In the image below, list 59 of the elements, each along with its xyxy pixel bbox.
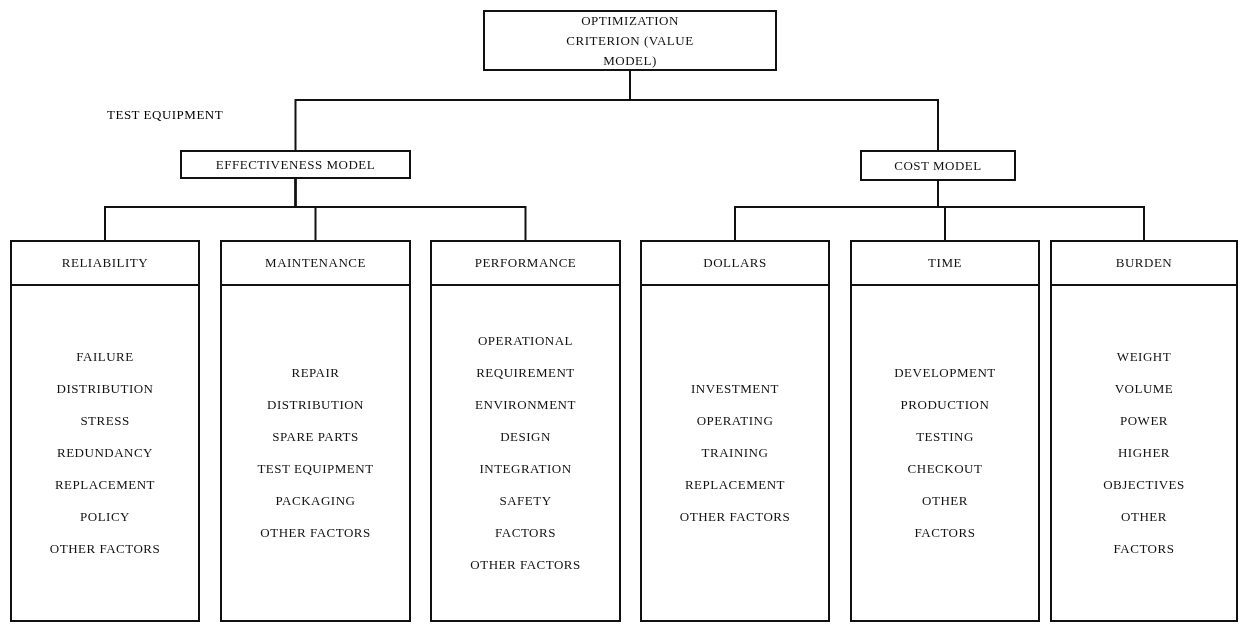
factor-text: OTHER bbox=[1121, 509, 1167, 525]
column-heading: BURDEN bbox=[1115, 255, 1173, 271]
factor-text: FACTORS bbox=[495, 525, 556, 541]
category-column-box bbox=[640, 240, 830, 622]
column-heading: RELIABILITY bbox=[61, 255, 149, 271]
factor-text: PRODUCTION bbox=[900, 397, 990, 413]
factor-text: TRAINING bbox=[701, 445, 769, 461]
factor-text: SAFETY bbox=[499, 493, 552, 509]
factor-text: FAILURE bbox=[76, 349, 134, 365]
category-column-box bbox=[850, 240, 1040, 622]
factor-text: REPAIR bbox=[291, 365, 340, 381]
column-heading: DOLLARS bbox=[703, 255, 767, 271]
category-column-box bbox=[1050, 240, 1238, 622]
model-box bbox=[860, 150, 1016, 181]
factor-text: OBJECTIVES bbox=[1103, 477, 1185, 493]
factor-text: DEVELOPMENT bbox=[894, 365, 996, 381]
factor-text: OPERATIONAL bbox=[477, 333, 574, 349]
factor-text: POWER bbox=[1120, 413, 1168, 429]
factor-text: OTHER FACTORS bbox=[260, 525, 371, 541]
model-title: OPTIMIZATION CRITERION (VALUE MODEL) bbox=[565, 11, 695, 70]
factor-text: OTHER FACTORS bbox=[49, 541, 161, 557]
factor-text: REPLACEMENT bbox=[54, 477, 156, 493]
column-heading: MAINTENANCE bbox=[265, 255, 366, 271]
factor-text: FACTORS bbox=[914, 525, 976, 541]
factor-text: DISTRIBUTION bbox=[56, 381, 154, 397]
connector-line bbox=[294, 178, 527, 241]
category-column-box bbox=[430, 240, 621, 622]
factor-text: OTHER bbox=[922, 493, 968, 509]
factor-text: REDUNDANCY bbox=[57, 445, 153, 461]
factor-text: DESIGN bbox=[500, 429, 551, 445]
note-label: TEST EQUIPMENT bbox=[107, 107, 224, 123]
column-heading: PERFORMANCE bbox=[474, 255, 577, 271]
model-box bbox=[483, 10, 777, 71]
factor-text: OTHER FACTORS bbox=[470, 557, 581, 573]
category-column-box bbox=[10, 240, 200, 622]
factor-text: SPARE PARTS bbox=[272, 429, 359, 445]
category-column-box bbox=[220, 240, 411, 622]
model-title: COST MODEL bbox=[894, 157, 982, 174]
factor-text: REQUIREMENT bbox=[476, 365, 575, 381]
factor-text: OPERATING bbox=[696, 413, 774, 429]
factor-text: TEST EQUIPMENT bbox=[257, 461, 374, 477]
model-box bbox=[180, 150, 411, 179]
factor-text: STRESS bbox=[80, 413, 130, 429]
factor-text: INTEGRATION bbox=[479, 461, 572, 477]
factor-text: POLICY bbox=[80, 509, 130, 525]
column-heading: TIME bbox=[928, 255, 962, 271]
factor-text: ENVIRONMENT bbox=[475, 397, 576, 413]
factor-text: INVESTMENT bbox=[690, 381, 779, 397]
factor-text: PACKAGING bbox=[275, 493, 356, 509]
factor-text: HIGHER bbox=[1117, 445, 1171, 461]
factor-text: FACTORS bbox=[1113, 541, 1175, 557]
factor-text: CHECKOUT bbox=[907, 461, 983, 477]
factor-text: TESTING bbox=[916, 429, 974, 445]
model-title: EFFECTIVENESS MODEL bbox=[215, 156, 376, 173]
factor-text: REPLACEMENT bbox=[684, 477, 786, 493]
factor-text: DISTRIBUTION bbox=[267, 397, 364, 413]
factor-text: OTHER FACTORS bbox=[679, 509, 791, 525]
factor-text: VOLUME bbox=[1114, 381, 1174, 397]
factor-text: WEIGHT bbox=[1116, 349, 1172, 365]
